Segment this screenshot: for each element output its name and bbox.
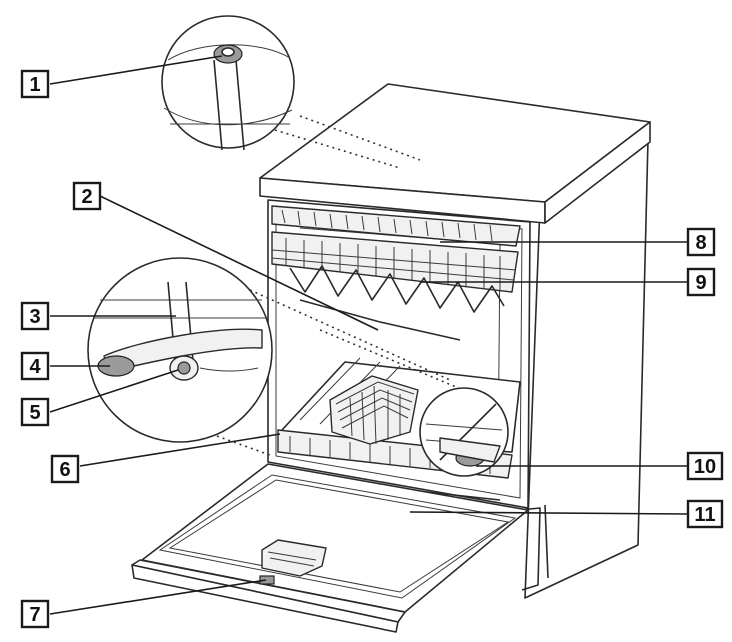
zoom-detail-basket-wheel (419, 387, 509, 477)
leader-7 (49, 579, 267, 615)
callout-11-label: 11 (694, 504, 715, 526)
rinse-aid-cap (259, 575, 275, 585)
callout-4-label: 4 (29, 356, 41, 378)
callout-4: 4 (20, 351, 50, 381)
callout-8: 8 (686, 227, 716, 257)
zoom-detail-top (161, 15, 295, 151)
callout-6: 6 (50, 454, 80, 484)
leader-lines (49, 55, 689, 615)
leader-6 (79, 433, 281, 467)
leader-1 (49, 55, 223, 85)
callout-6-label: 6 (59, 459, 70, 481)
callout-2-label: 2 (81, 186, 92, 208)
cutlery-tray (271, 205, 521, 247)
callout-10-label: 10 (694, 456, 716, 478)
leader-5 (49, 369, 179, 413)
open-door (131, 463, 529, 633)
leader-11 (409, 511, 689, 515)
callout-3: 3 (20, 301, 50, 331)
callout-9: 9 (686, 267, 716, 297)
callout-1-label: 1 (29, 74, 40, 96)
callout-1: 1 (20, 69, 50, 99)
zoom-detail-lower-arm (87, 257, 273, 443)
callout-8-label: 8 (695, 232, 706, 254)
dishwasher-illustration (87, 15, 651, 633)
callout-2: 2 (72, 181, 102, 211)
callout-7-label: 7 (29, 604, 40, 626)
callout-9-label: 9 (695, 272, 706, 294)
callout-3-label: 3 (29, 306, 40, 328)
upper-basket (271, 231, 519, 341)
callout-10: 10 (686, 451, 724, 481)
detergent-dispenser (261, 539, 327, 577)
callout-5-label: 5 (29, 402, 40, 424)
leader-2 (99, 195, 379, 331)
callout-5: 5 (20, 397, 50, 427)
callout-11: 11 (686, 499, 724, 529)
callout-7: 7 (20, 599, 50, 629)
